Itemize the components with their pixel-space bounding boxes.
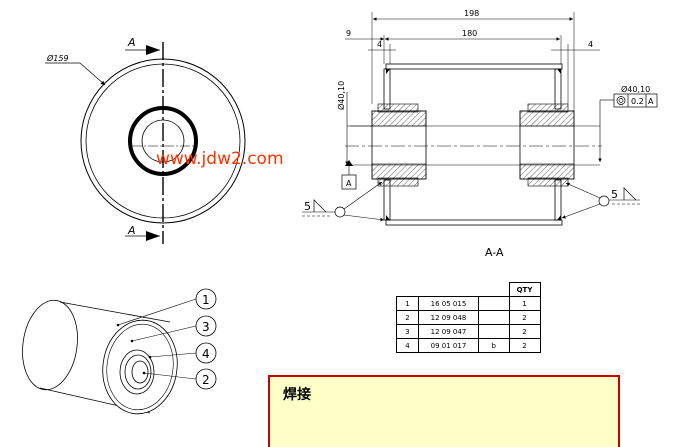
- dim-198-text: 198: [464, 9, 479, 18]
- watermark-text: www.jdw2.com: [156, 149, 284, 169]
- shell-top: [385, 63, 563, 70]
- bom-item: 4: [396, 338, 419, 353]
- left-hub-hatch-bottom: [371, 163, 427, 180]
- table-row: 4 09 01 017 b 2: [396, 338, 541, 353]
- concentricity-icon-inner: [618, 98, 624, 103]
- dim-9-text: 9: [346, 29, 351, 38]
- dim-4-right-text: 4: [588, 40, 593, 49]
- weld-right-leader-b: [561, 203, 601, 219]
- dim-shaft-left-text: Ø40,10: [336, 81, 346, 110]
- balloon-4-leader: [149, 352, 197, 358]
- shell-bottom: [385, 219, 563, 226]
- dim-4-left-text: 4: [377, 40, 382, 49]
- dim-shaft-right-text: Ø40,10: [621, 84, 650, 94]
- bom-item: 1: [396, 296, 419, 311]
- balloon-4-dot: [148, 355, 152, 359]
- iso-front-inner: [106, 323, 174, 411]
- weld-right-top: [557, 69, 561, 74]
- bom-header-row: QTY: [397, 282, 541, 297]
- balloon-2-leader: [143, 372, 197, 380]
- weld-left-top: [386, 69, 390, 74]
- table-row: 3 12 09 047 2: [396, 324, 541, 339]
- left-disc-upper: [383, 68, 391, 110]
- balloon-1-dot: [116, 323, 120, 327]
- balloon-4: [195, 342, 217, 364]
- section-mark-top: A: [127, 36, 136, 49]
- iso-hub-outer: [119, 349, 155, 395]
- bom-note: b: [478, 338, 510, 353]
- balloon-4-text: 4: [202, 347, 210, 361]
- section-arrow-top-head: [146, 45, 160, 55]
- weld-right-bottom: [557, 215, 561, 220]
- balloon-1-text: 1: [202, 293, 210, 307]
- bom-header-qty: QTY: [508, 282, 541, 297]
- balloon-3: [195, 315, 217, 337]
- isometric-view: 1 3 4 2: [22, 288, 217, 415]
- weld-left-bottom: [386, 215, 390, 220]
- datum-triangle: [345, 160, 353, 166]
- balloon-2: [195, 368, 217, 390]
- weld-right-size: 5: [611, 188, 618, 201]
- dim-180-text: 180: [462, 29, 477, 38]
- bom-qty: 2: [508, 338, 541, 353]
- weld-right-leader-a: [565, 182, 601, 199]
- tolerance-datum: A: [648, 97, 654, 106]
- right-bearing-bottom: [527, 177, 569, 187]
- bom-part: 09 01 017: [418, 338, 479, 353]
- left-bearing-top: [377, 103, 419, 113]
- weld-left-symbol: [313, 199, 327, 213]
- bom-qty: 1: [508, 296, 541, 311]
- diameter-label: Ø159: [46, 53, 69, 63]
- bom-table: QTY 1 16 05 015 1 2 12 09 048 2 3 12 09 …: [396, 282, 541, 353]
- section-mark-bottom: A: [127, 224, 136, 237]
- front-view: A A Ø159: [45, 36, 246, 244]
- right-disc-upper: [554, 68, 562, 110]
- balloon-3-dot: [130, 339, 134, 343]
- bom-note: [478, 296, 510, 311]
- weld-left-around-icon: [334, 206, 346, 218]
- bom-part: 12 09 048: [418, 310, 479, 325]
- iso-hub-mid: [124, 354, 152, 390]
- weld-left-leader-b: [343, 214, 385, 222]
- section-view: 198 180 9 4 4 Ø40,10 Ø40,10 0.2 A A: [302, 9, 658, 259]
- section-title: A-A: [485, 246, 504, 259]
- balloon-2-text: 2: [202, 373, 210, 387]
- weld-note-title: 焊接: [283, 387, 311, 403]
- diameter-leader: [79, 62, 106, 86]
- bom-part: 16 05 015: [418, 296, 479, 311]
- weld-left-size: 5: [304, 200, 311, 213]
- bom-qty: 2: [508, 324, 541, 339]
- tolerance-value: 0.2: [631, 97, 644, 106]
- iso-hub-bore: [131, 360, 149, 384]
- concentricity-icon: [616, 96, 626, 105]
- table-row: 1 16 05 015 1: [396, 296, 541, 311]
- datum-label: A: [346, 179, 352, 188]
- weld-left-leader-a: [343, 181, 383, 210]
- balloon-3-text: 3: [202, 320, 210, 334]
- iso-front-face: [102, 319, 178, 415]
- bom-item: 3: [396, 324, 419, 339]
- bom-qty: 2: [508, 310, 541, 325]
- right-bearing-top: [527, 103, 569, 113]
- balloon-1-leader: [117, 298, 197, 326]
- right-hub-hatch-top: [519, 110, 575, 127]
- bom-part: 12 09 047: [418, 324, 479, 339]
- weld-right-symbol: [623, 187, 637, 201]
- bom-note: [478, 310, 510, 325]
- balloon-1: [195, 288, 217, 310]
- left-hub-hatch-top: [371, 110, 427, 127]
- weld-right-around-icon: [598, 195, 610, 207]
- left-bearing-bottom: [377, 177, 419, 187]
- iso-back-face: [22, 299, 78, 391]
- right-hub-hatch-bottom: [519, 163, 575, 180]
- balloon-2-dot: [142, 371, 146, 375]
- table-row: 2 12 09 048 2: [396, 310, 541, 325]
- bom-item: 2: [396, 310, 419, 325]
- weld-note-box: 焊接: [268, 375, 620, 447]
- balloon-3-leader: [131, 325, 197, 342]
- bom-note: [478, 324, 510, 339]
- section-arrow-bottom-head: [146, 231, 160, 241]
